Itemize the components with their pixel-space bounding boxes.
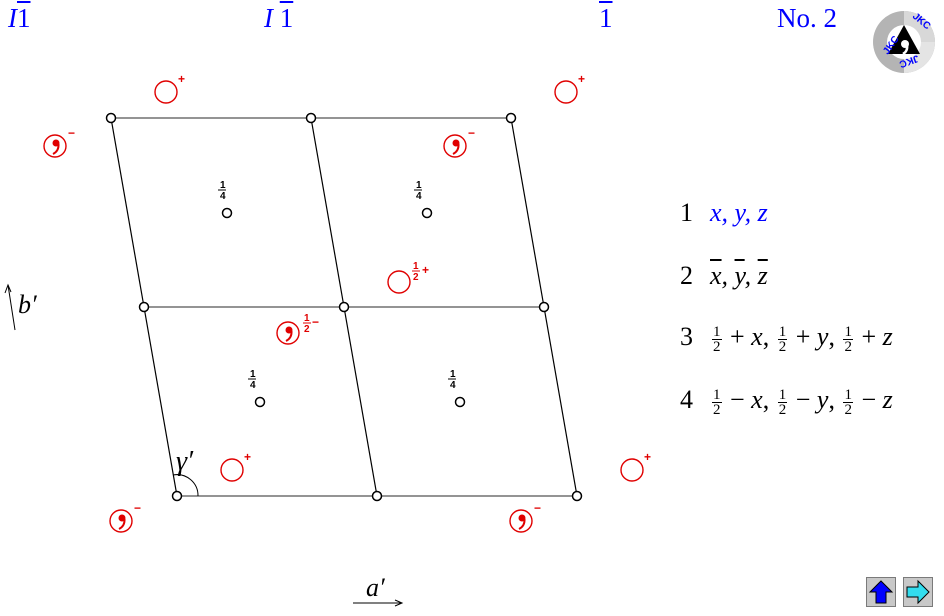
inversion-center-icon [505, 112, 517, 124]
general-position-comma-minus: − [109, 501, 141, 533]
position-number: 3 [680, 322, 693, 351]
nav-next-button[interactable] [903, 577, 933, 607]
jkc-logo-icon: JKC JKC JKC [872, 10, 936, 74]
position-number: 1 [680, 198, 693, 227]
inversion-center-icon [105, 112, 117, 124]
svg-text:−: − [134, 501, 141, 515]
inversion-center-icon [221, 207, 233, 219]
inversion-center-icon [538, 301, 550, 313]
quarter-inversion-centers: 14 14 14 14 [218, 180, 466, 408]
svg-text:+: + [244, 450, 251, 464]
inversion-center-icon [138, 301, 150, 313]
position-number: 4 [680, 385, 693, 414]
position-coords: x, y, z [710, 198, 768, 227]
general-position-plus: + [154, 72, 185, 104]
svg-text:1: 1 [413, 261, 419, 272]
inversion-center-icon [421, 207, 433, 219]
position-number: 2 [680, 261, 693, 290]
space-group-number: No. 2 [777, 3, 837, 33]
inversion-center-icon [338, 301, 350, 313]
b-axis-label: b′ [18, 290, 37, 319]
svg-text:+: + [178, 72, 185, 86]
svg-text:1: 1 [304, 313, 310, 324]
svg-text:2: 2 [304, 324, 310, 335]
svg-text:2: 2 [413, 272, 419, 283]
svg-text:+: + [644, 450, 651, 464]
symbol-letter: I [264, 3, 273, 33]
svg-text:1: 1 [250, 369, 256, 380]
symbol-bar-digit: 1 [17, 3, 31, 33]
general-position-comma-minus: − [43, 126, 75, 158]
symbol-bar-digit: 1 [279, 3, 294, 33]
inversion-center-icon [254, 396, 266, 408]
svg-text:4: 4 [220, 191, 226, 202]
inversion-center-icon [371, 490, 383, 502]
symbol-bar-digit: 1 [599, 3, 613, 33]
symbol-letter: I [8, 3, 17, 33]
general-position-plus: + [554, 72, 585, 104]
quarter-center: 14 [248, 369, 266, 408]
svg-text:+: + [422, 263, 429, 277]
position-1: 1 x, y, z [680, 198, 768, 228]
inversion-center-icon [571, 490, 583, 502]
inversion-center-icon [171, 490, 183, 502]
svg-text:1: 1 [220, 180, 226, 191]
quarter-center: 14 [448, 369, 466, 408]
svg-text:1: 1 [416, 180, 422, 191]
general-position-plus: + [620, 450, 651, 482]
full-symbol: I1 [8, 2, 31, 34]
svg-text:−: − [534, 501, 541, 515]
position-2: 2 x, y, z [680, 261, 768, 291]
lattice-points [105, 112, 583, 502]
general-positions: + + + + 1 2 + − − − − 1 2 − [43, 72, 651, 533]
short-symbol: I 1 [264, 2, 293, 34]
arrow-up-icon [868, 580, 894, 604]
svg-text:1: 1 [450, 369, 456, 380]
point-group-symbol: 1 [599, 2, 613, 34]
svg-text:4: 4 [450, 380, 456, 391]
svg-text:−: − [312, 315, 319, 329]
inversion-center-icon [305, 112, 317, 124]
a-axis [353, 599, 404, 607]
inversion-center-icon [454, 396, 466, 408]
arrow-right-icon [906, 579, 930, 605]
general-position-plus: + [220, 450, 251, 482]
a-axis-label: a′ [366, 573, 385, 602]
b-axis [4, 283, 16, 331]
position-coords: x, y, z [710, 261, 768, 290]
quarter-center: 14 [218, 180, 233, 219]
svg-text:+: + [578, 72, 585, 86]
gamma-angle-arc [172, 474, 199, 497]
general-position-half-plus: 1 2 + [387, 261, 429, 294]
svg-text:−: − [468, 126, 475, 140]
general-position-comma-half-minus: 1 2 − [276, 313, 319, 345]
general-position-comma-minus: − [443, 126, 475, 158]
svg-text:4: 4 [250, 380, 256, 391]
general-position-comma-minus: − [509, 501, 541, 533]
svg-text:−: − [68, 126, 75, 140]
svg-text:4: 4 [416, 191, 422, 202]
quarter-center: 14 [414, 180, 433, 219]
nav-up-button[interactable] [866, 577, 896, 607]
gamma-angle-label: γ′ [176, 446, 194, 477]
